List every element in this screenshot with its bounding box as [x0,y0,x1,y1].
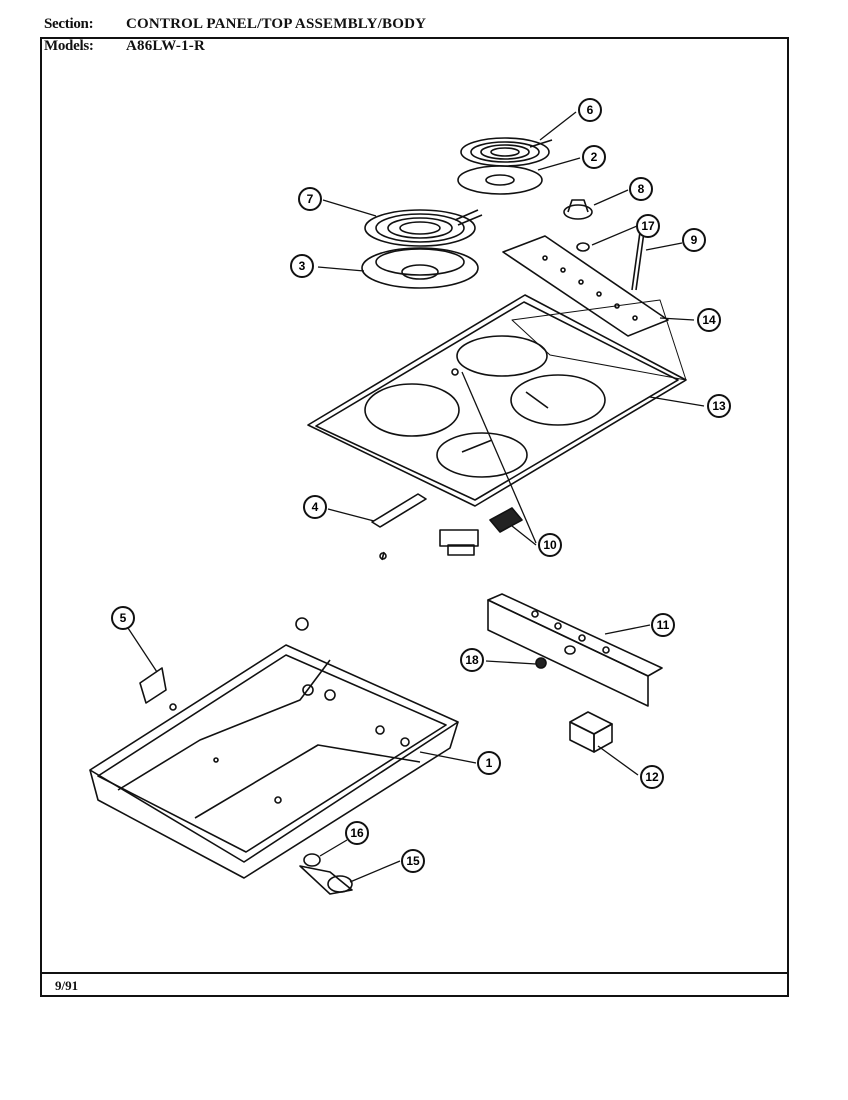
callout-17: 17 [636,214,660,238]
footer-divider [40,972,789,974]
footer-date: 9/91 [55,978,79,993]
drip-pan-2 [457,165,543,195]
callout-11: 11 [651,613,675,637]
drip-pan-3 [361,247,479,289]
callout-15: 15 [401,849,425,873]
models-value: A86LW-1-R [126,38,206,54]
callout-12: 12 [640,765,664,789]
callout-label: 14 [702,313,716,327]
callout-label: 5 [120,611,127,625]
indicator-light-18 [535,657,547,669]
callout-label: 11 [657,618,670,632]
callout-label: 12 [645,770,659,784]
callout-label: 8 [638,182,645,196]
callout-1: 1 [477,751,501,775]
callout-10: 10 [538,533,562,557]
nut-17 [576,242,590,252]
surface-element-7 [364,209,483,247]
diagram-frame [40,37,789,997]
section-title: CONTROL PANEL/TOP ASSEMBLY/BODY [126,16,427,32]
callout-label: 16 [350,826,364,840]
callout-label: 3 [299,259,306,273]
callout-label: 10 [543,538,557,552]
callout-label: 2 [591,150,598,164]
callout-3: 3 [290,254,314,278]
callout-5: 5 [111,606,135,630]
cooktop-13 [307,294,687,507]
terminal-block-10 [439,507,523,556]
surface-element-6 [460,137,553,167]
callout-label: 7 [307,192,314,206]
probe-9 [631,228,646,291]
callout-label: 18 [465,653,479,667]
switch-12 [569,711,613,753]
control-panel-11 [487,593,663,707]
control-trim-14 [502,235,669,337]
callout-label: 17 [641,219,655,233]
callout-14: 14 [697,308,721,332]
models-label: Models: [44,38,94,54]
bracket-5 [139,667,177,711]
callout-2: 2 [582,145,606,169]
callout-label: 4 [312,500,319,514]
callout-16: 16 [345,821,369,845]
callout-label: 6 [587,103,594,117]
knob-8 [563,199,593,220]
callout-18: 18 [460,648,484,672]
callout-label: 15 [406,854,420,868]
callout-6: 6 [578,98,602,122]
callout-7: 7 [298,187,322,211]
callout-label: 1 [486,756,493,770]
section-label: Section: [44,16,94,32]
callout-label: 13 [712,399,726,413]
nut-body [295,617,309,631]
callout-9: 9 [682,228,706,252]
receptacle-16-15 [299,853,353,895]
body-pan-1 [89,644,459,879]
callout-label: 9 [691,233,698,247]
channel-4 [371,493,427,561]
callout-4: 4 [303,495,327,519]
callout-13: 13 [707,394,731,418]
callout-8: 8 [629,177,653,201]
